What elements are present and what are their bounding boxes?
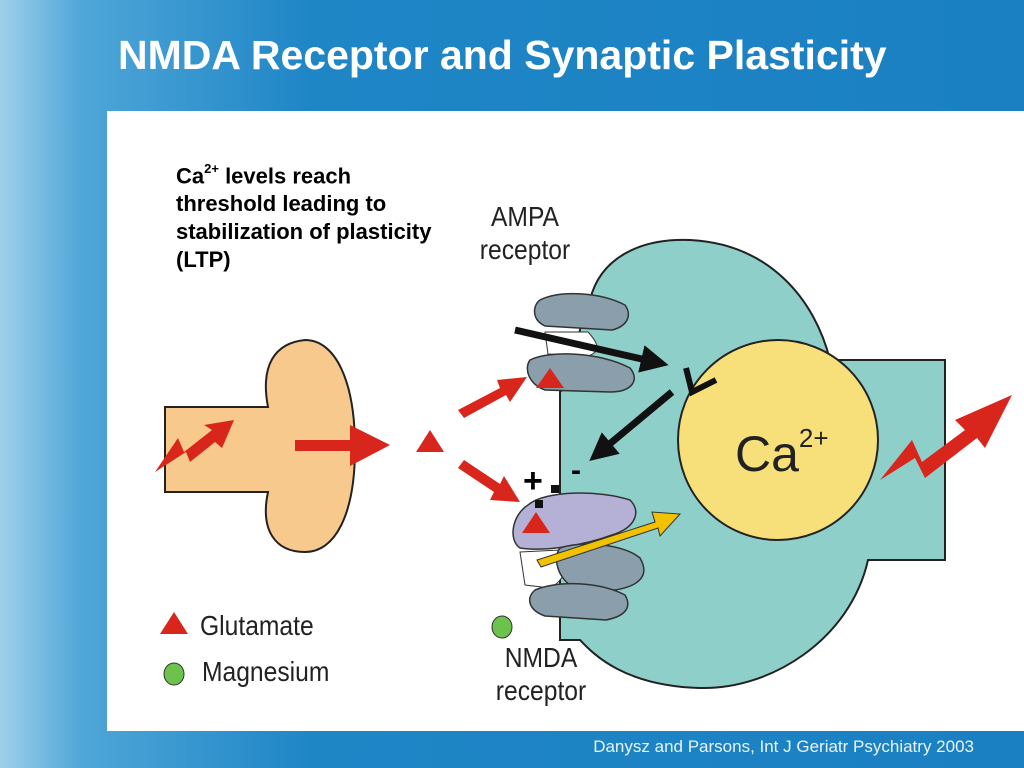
nmda-label: NMDA receptor	[491, 641, 591, 707]
citation: Danysz and Parsons, Int J Geriatr Psychi…	[593, 737, 974, 756]
depolarization-arrow	[589, 389, 675, 461]
glutamate-arrow-down	[458, 460, 520, 502]
calcium-label: Ca2+	[735, 423, 829, 483]
ampa-influx-arrow	[514, 326, 669, 373]
caption-charge: 2+	[204, 161, 219, 176]
caption-text: levels reach threshold leading to stabil…	[176, 163, 432, 273]
action-potential-arrow-left	[155, 420, 234, 472]
nmda-receptor	[512, 492, 645, 621]
legend-glutamate-triangle	[160, 612, 188, 634]
nmda-label-line1: NMDA	[504, 642, 578, 673]
glutamate-triangle-nmda	[522, 512, 550, 533]
bent-connector-arrow	[683, 367, 718, 397]
glutamate-triangle-ampa	[536, 368, 564, 388]
minus-sign: -	[571, 454, 581, 487]
caption-ion: Ca	[176, 163, 205, 189]
calcium-label-ion: Ca	[735, 426, 799, 482]
glutamate-triangle-free	[416, 430, 444, 452]
calcium-label-charge: 2+	[798, 423, 829, 454]
magnesium-ion	[491, 615, 513, 639]
magnesium-motion-dots	[535, 485, 559, 508]
ltp-signal-arrow	[880, 395, 1012, 480]
caption: Ca2+ levels reach threshold leading to s…	[176, 157, 456, 274]
slide-title: NMDA Receptor and Synaptic Plasticity	[118, 32, 887, 78]
legend-magnesium-label: Magnesium	[202, 656, 330, 687]
plus-sign: +	[523, 462, 543, 500]
calcium-influx-arrow	[536, 511, 682, 568]
release-arrow	[295, 425, 390, 466]
nmda-label-line2: receptor	[495, 675, 587, 706]
ampa-label: AMPA receptor	[477, 200, 574, 266]
legend-magnesium-circle	[163, 662, 185, 686]
calcium-circle	[677, 339, 879, 541]
glutamate-arrow-up	[458, 377, 527, 418]
ampa-label-line2: receptor	[479, 234, 571, 265]
ampa-label-line1: AMPA	[490, 201, 560, 232]
legend-glutamate-label: Glutamate	[200, 610, 314, 641]
